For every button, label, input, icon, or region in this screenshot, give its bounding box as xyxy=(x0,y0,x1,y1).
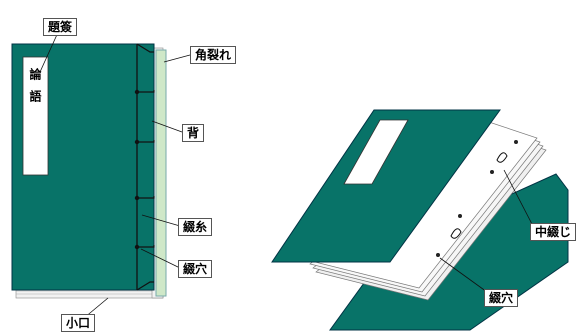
bound-book-figure xyxy=(11,27,191,319)
label-kadogire: 角裂れ xyxy=(190,46,237,64)
exploded-book-figure xyxy=(271,109,569,331)
title-strip xyxy=(22,56,49,176)
leader-lines-right xyxy=(439,169,534,293)
label-tojiito: 綴糸 xyxy=(178,218,213,236)
label-daisen: 題簽 xyxy=(43,18,78,36)
stitches xyxy=(136,43,155,291)
middle-ties xyxy=(450,152,508,239)
label-tojiana-right: 綴穴 xyxy=(484,289,519,307)
front-cover xyxy=(271,109,501,263)
page-holes xyxy=(436,140,518,257)
label-tojiana-left: 綴穴 xyxy=(178,260,213,278)
kadogire-strip xyxy=(155,49,167,297)
label-se: 背 xyxy=(182,124,205,142)
title-strip-text: 論語 xyxy=(28,68,42,112)
label-nakatoji: 中綴じ xyxy=(530,223,576,241)
front-cover-title-window xyxy=(343,119,409,185)
label-koguchi: 小口 xyxy=(61,314,96,332)
binding-holes xyxy=(134,89,140,250)
